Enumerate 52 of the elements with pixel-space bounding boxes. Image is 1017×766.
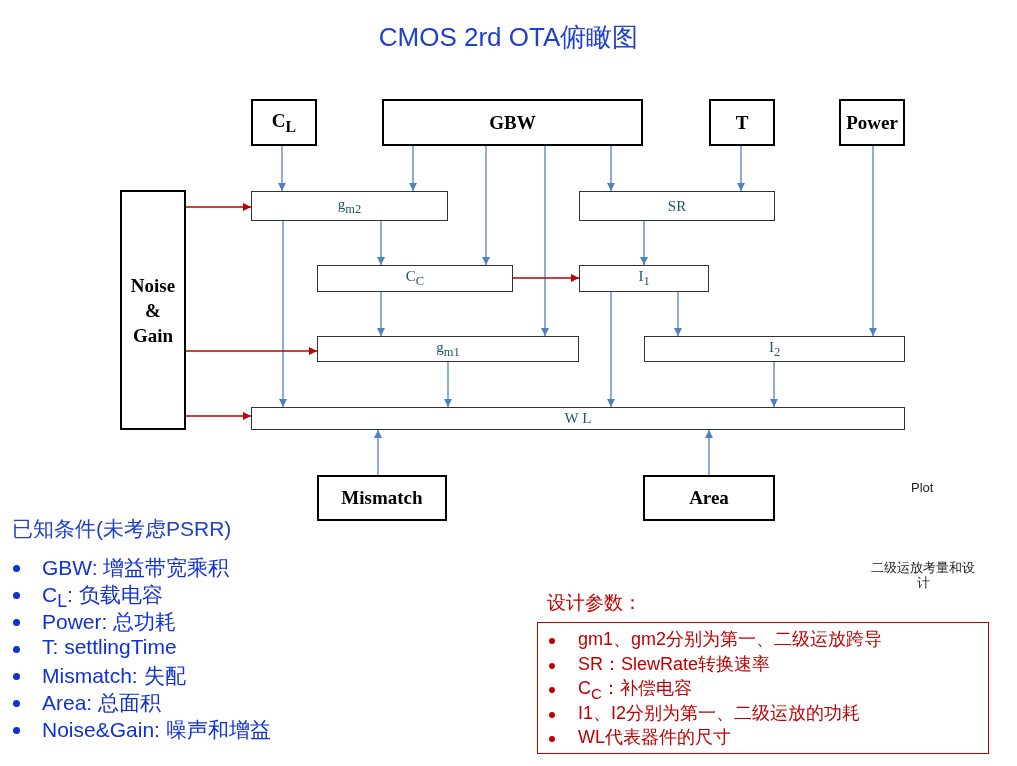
arrow (377, 220, 385, 266)
list-item: Mismatch: 失配 (42, 663, 186, 689)
arrow (185, 347, 318, 355)
list-item: gm1、gm2分别为第一、二级运放跨导 (578, 628, 883, 651)
arrow (444, 361, 452, 408)
arrow (374, 429, 382, 476)
list-item: WL代表器件的尺寸 (578, 726, 731, 749)
design-box: C$_{C}$ (317, 265, 513, 292)
parameter-box: Noise & Gain (120, 190, 186, 430)
parameter-box: Area (643, 475, 775, 521)
title: CMOS 2rd OTA俯瞰图 (377, 21, 640, 54)
arrow (278, 145, 286, 192)
parameter-box: Mismatch (317, 475, 447, 521)
arrow (869, 145, 877, 337)
arrow (185, 412, 252, 420)
heading: 设计参数： (547, 591, 642, 615)
parameter-box: GBW (382, 99, 643, 146)
arrow (409, 145, 417, 192)
design-box: g$_{m1}$ (317, 336, 579, 362)
arrow (512, 274, 580, 282)
design-box: W L (251, 407, 905, 430)
list-item: I1、I2分别为第一、二级运放的功耗 (578, 701, 861, 725)
arrow (607, 291, 615, 408)
list-item: C$_{L}$: 负载电容 (42, 582, 163, 612)
arrow (674, 291, 682, 337)
list-item: C$_{C}$：补偿电容 (578, 677, 692, 702)
list-item: T: settlingTime (42, 635, 177, 659)
parameter-box: T (709, 99, 775, 146)
list-item: GBW: 增益带宽乘积 (42, 555, 230, 581)
list-item: Area: 总面积 (42, 690, 162, 716)
arrow (770, 361, 778, 408)
list-item: Noise&Gain: 噪声和增益 (42, 717, 271, 743)
heading: 已知条件(未考虑PSRR) (12, 516, 232, 542)
design-box: I$_{1}$ (579, 265, 709, 292)
design-box: I$_{2}$ (644, 336, 905, 362)
file-name: Plot (911, 480, 934, 495)
arrow (640, 220, 648, 266)
parameter-box: C$_{L}$ (251, 99, 317, 146)
arrow (607, 145, 615, 192)
arrow (482, 145, 490, 266)
parameter-box: Power (839, 99, 905, 146)
arrow (377, 291, 385, 337)
arrow (279, 220, 287, 408)
arrow (541, 145, 549, 337)
list-item: SR：SlewRate转换速率 (578, 652, 771, 676)
design-box: g$_{m2}$ (251, 191, 448, 221)
list-item: Power: 总功耗 (42, 609, 177, 635)
design-box: SR (579, 191, 775, 221)
file-name: 二级运放考量和设计 (870, 560, 976, 590)
arrow (185, 203, 252, 211)
arrow (737, 145, 745, 192)
arrow (705, 429, 713, 476)
